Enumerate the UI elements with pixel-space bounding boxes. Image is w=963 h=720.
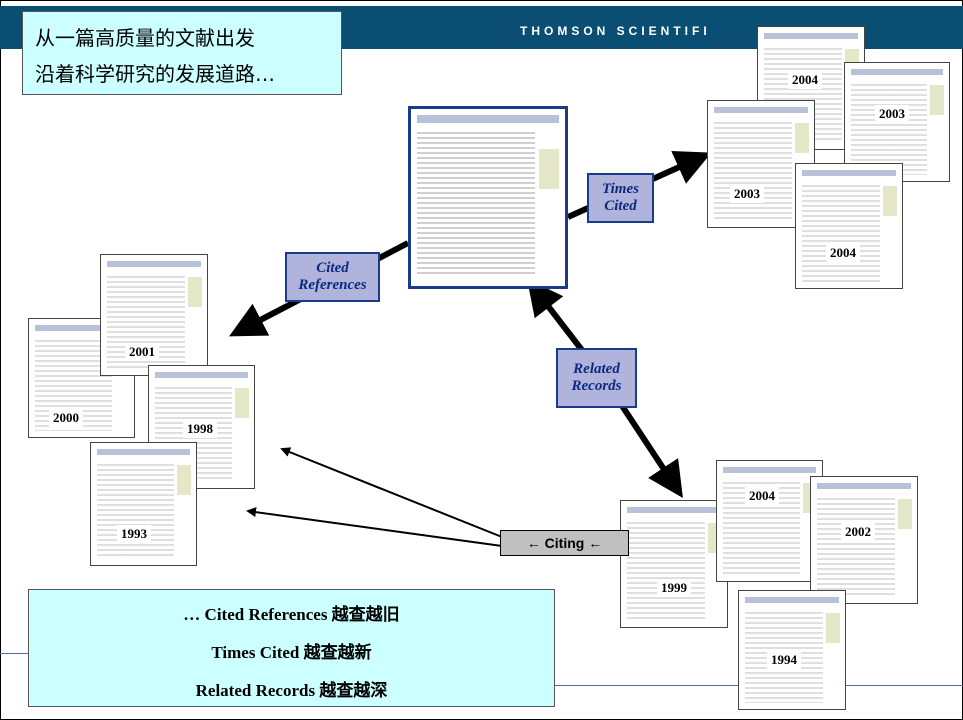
citing-label: ← Citing ← [500,530,629,556]
cited-references-label: Cited References [285,252,380,302]
cited-reference-doc: 1993 [90,442,197,566]
related-record-doc: 2002 [810,476,918,604]
summary-line-1: … Cited References 越查越旧 [183,605,400,624]
cited-references-label-line2: References [298,277,367,293]
year-label: 1994 [767,651,801,669]
related-records-label-line2: Records [571,378,622,394]
summary-line-3: Related Records 越查越深 [195,681,388,700]
related-records-label: Related Records [556,348,637,408]
times-cited-label-line1: Times [602,181,639,197]
year-label: 1993 [117,525,151,543]
year-label: 2004 [826,244,860,262]
year-label: 2004 [788,71,822,89]
cited-reference-doc: 2001 [100,254,208,376]
year-label: 2003 [875,105,909,123]
arrow-citing-upper [280,447,503,538]
brand-text: THOMSON SCIENTIFI [520,24,711,38]
title-line-2: 沿着科学研究的发展道路… [35,62,275,86]
cited-references-label-line1: Cited [316,260,349,276]
year-label: 1998 [183,420,217,438]
times-cited-label: Times Cited [587,173,654,223]
related-record-doc: 2004 [716,460,823,582]
year-label: 2001 [125,343,159,361]
title-box: 从一篇高质量的文献出发 沿着科学研究的发展道路… [22,11,342,95]
divider-line [555,685,738,686]
related-records-label-line1: Related [573,361,620,377]
year-label: 2000 [49,409,83,427]
year-label: 1999 [657,579,691,597]
related-record-doc: 1999 [620,500,728,628]
times-cited-doc: 2004 [795,163,903,289]
divider-line [0,653,28,654]
cited-reference-doc: 2000 [28,318,135,438]
year-label: 2004 [745,487,779,505]
title-line-1: 从一篇高质量的文献出发 [35,26,255,50]
summary-box: … Cited References 越查越旧 Times Cited 越查越新… [28,589,555,707]
year-label: 2003 [730,185,764,203]
divider-line [846,685,963,686]
year-label: 2002 [841,523,875,541]
central-article [408,106,568,289]
times-cited-label-line2: Cited [604,198,637,214]
related-record-doc: 1994 [738,590,846,710]
arrow-citing-lower [246,507,503,547]
summary-line-2: Times Cited 越查越新 [211,643,372,662]
